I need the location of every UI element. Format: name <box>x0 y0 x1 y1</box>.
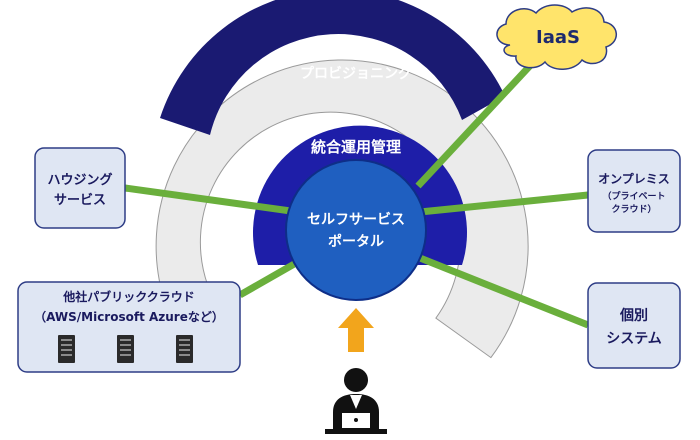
iaas-label: IaaS <box>536 27 580 48</box>
provisioning-label: プロビジョニング <box>300 65 412 82</box>
onpremise-box: オンプレミス （プライベート クラウド） <box>587 149 681 233</box>
onpremise-label-line1: オンプレミス <box>598 171 670 186</box>
onpremise-box-frame <box>587 149 681 233</box>
individual-system-box: 個別 システム <box>587 282 681 369</box>
onpremise-label-line2: （プライベート <box>602 190 665 202</box>
integrated-management-label: 統合運用管理 <box>311 138 401 156</box>
portal-label-line1: セルフサービス <box>307 212 405 228</box>
public-cloud-label-line2: （AWS/Microsoft Azureなど） <box>34 309 224 324</box>
server-icon <box>176 335 193 363</box>
public-cloud-label-line1: 他社パブリッククラウド <box>62 289 195 304</box>
connector-individual <box>418 254 590 329</box>
user-laptop-icon <box>325 368 387 434</box>
up-arrow-icon <box>338 308 374 352</box>
cloud-shape-icon <box>496 4 617 70</box>
portal-label-line2: ポータル <box>328 233 384 250</box>
connector-onpremise <box>419 191 589 216</box>
public-cloud-box: 他社パブリッククラウド （AWS/Microsoft Azureなど） <box>17 281 241 373</box>
provisioning-band <box>160 0 505 135</box>
self-service-portal-circle <box>285 159 427 301</box>
server-icon <box>58 335 75 363</box>
individual-label-line2: システム <box>606 331 662 347</box>
housing-label-line2: サービス <box>54 192 106 208</box>
iaas-cloud: IaaS <box>496 4 617 70</box>
individual-system-box-frame <box>587 282 681 369</box>
onpremise-label-line3: クラウド） <box>611 204 656 215</box>
housing-service-box: ハウジング サービス <box>34 147 126 229</box>
connector-iaas <box>415 52 543 189</box>
individual-label-line1: 個別 <box>619 307 648 324</box>
housing-box-frame <box>34 147 126 229</box>
connector-housing <box>124 184 299 216</box>
housing-label-line1: ハウジング <box>47 172 112 188</box>
connector-lines <box>124 52 590 329</box>
server-icon <box>117 335 134 363</box>
